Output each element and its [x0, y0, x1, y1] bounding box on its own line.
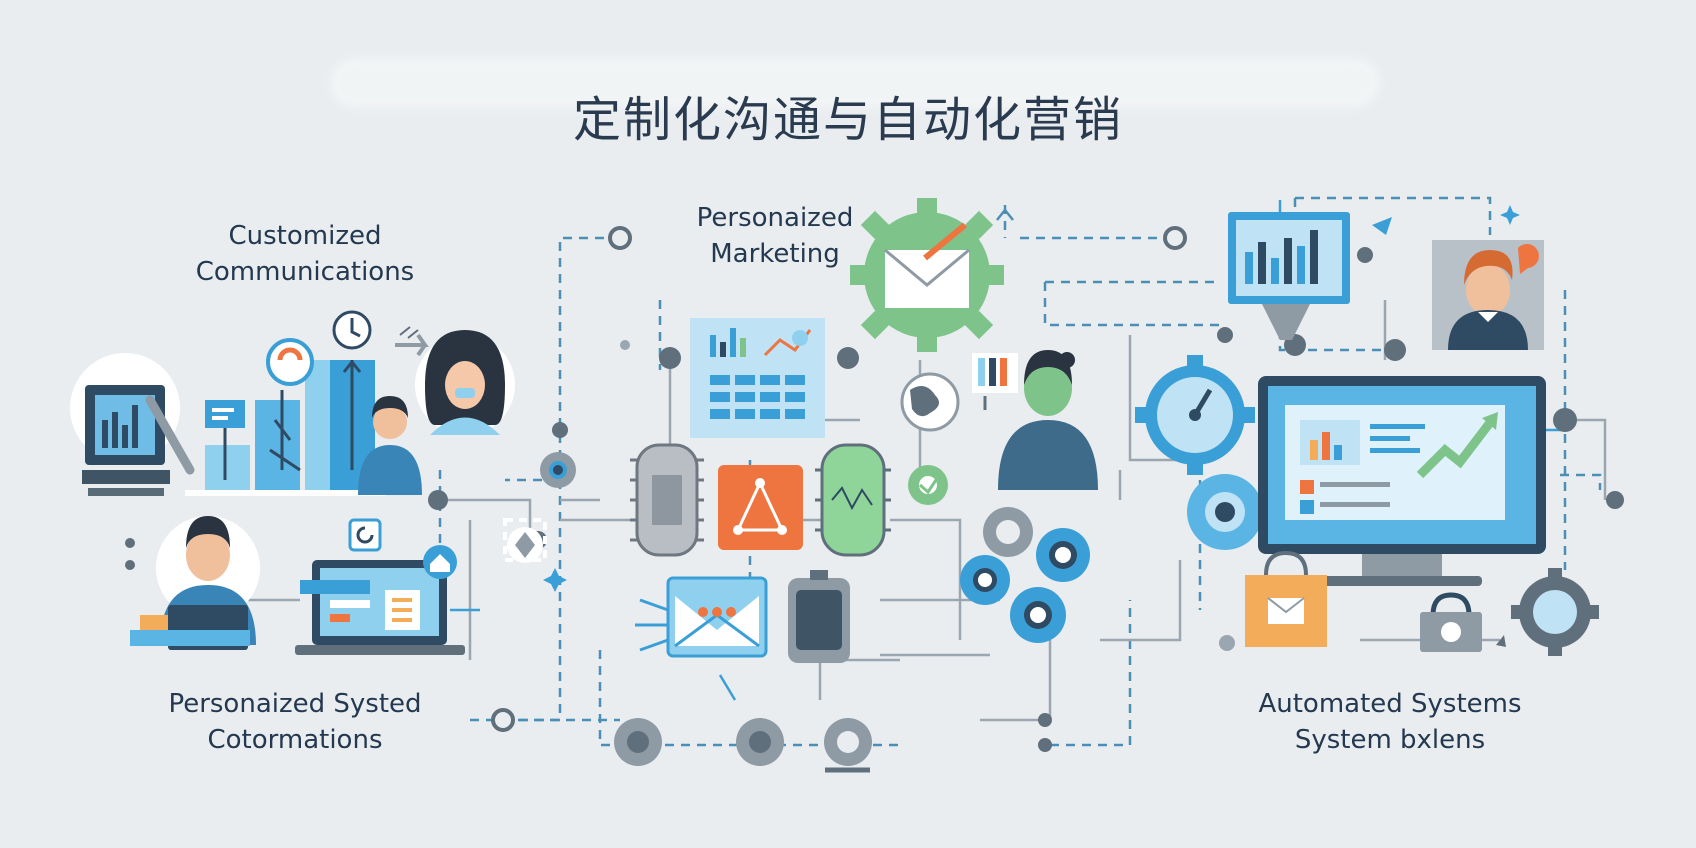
phone-icon — [788, 570, 850, 663]
lock-icon — [1420, 592, 1482, 652]
label-line: Cotormations — [207, 725, 383, 756]
laptop-dashboard-icon — [295, 518, 465, 655]
faded-text-band — [330, 58, 1380, 108]
customized-communications-label: Customized Communications — [170, 218, 440, 291]
computer-monitor-icon — [1258, 376, 1546, 586]
green-chip-icon — [815, 443, 891, 557]
label-line: System bxlens — [1294, 725, 1486, 756]
bar-indicator-icon — [972, 353, 1018, 410]
label-line: Marketing — [710, 239, 840, 270]
laptop-user-icon — [130, 516, 260, 650]
tablet-chart-icon — [70, 353, 195, 496]
gear-icon — [1511, 568, 1599, 656]
connector-dots — [125, 226, 1624, 752]
blue-gear-icon — [1187, 474, 1263, 550]
man-avatar-icon — [358, 396, 422, 495]
email-envelope-icon — [635, 576, 768, 658]
label-line: Personaized — [696, 203, 854, 233]
label-line: Personaized Systed — [168, 689, 422, 719]
label-line: Customized — [228, 221, 382, 251]
label-line: Communications — [195, 257, 415, 288]
shopping-bag-icon — [1245, 550, 1327, 647]
orange-network-card-icon — [718, 465, 803, 550]
small-gear-icon — [908, 465, 948, 505]
globe-icon — [900, 372, 960, 432]
chip-icon — [630, 443, 704, 557]
email-gear-icon — [850, 198, 1004, 352]
arrow-up-icon — [996, 209, 1014, 221]
label-line: Automated Systems — [1258, 689, 1522, 719]
woman-developer-icon — [998, 350, 1098, 490]
monitor-chart-icon — [1228, 212, 1350, 340]
woman-avatar-icon — [415, 330, 515, 435]
page-title: 定制化沟通与自动化营销 — [572, 92, 1123, 148]
automated-systems-label: Automated Systems System bxlens — [1230, 686, 1550, 759]
bottom-gears-icon — [614, 718, 872, 773]
personalized-systed-label: Personaized Systed Cotormations — [140, 686, 450, 759]
sparkle-marks — [543, 205, 1520, 647]
man-portrait-icon — [1432, 240, 1544, 350]
dashboard-card-icon — [690, 318, 825, 438]
network-node-icon — [503, 452, 576, 563]
personalized-marketing-label: Personaized Marketing — [660, 200, 890, 273]
speedometer-gear-icon — [1135, 355, 1255, 475]
gears-cluster-icon — [960, 507, 1090, 643]
